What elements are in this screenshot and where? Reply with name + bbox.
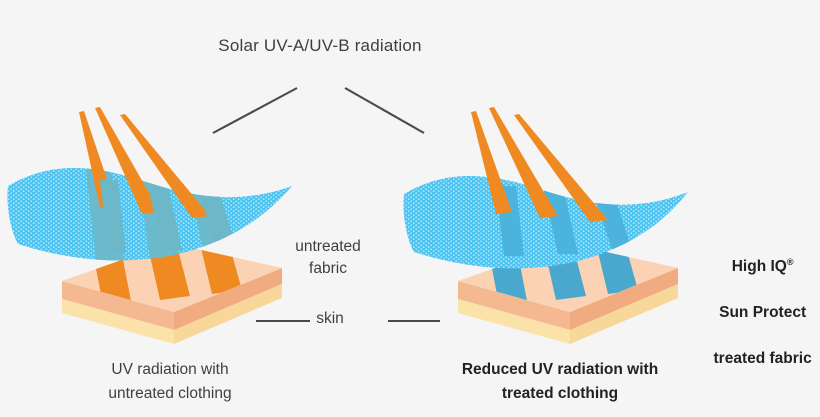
label-skin: skin <box>316 310 344 327</box>
figure-title: Solar UV-A/UV-B radiation <box>218 36 422 55</box>
brand-name: High IQ <box>731 258 787 276</box>
panel-untreated <box>7 107 293 344</box>
title-leader-lines <box>212 87 425 134</box>
label-treated-fabric: High IQ® Sun Protect treated fabric <box>690 228 818 393</box>
ray-segments-left <box>100 176 236 252</box>
fabric-treated <box>403 176 688 269</box>
leader-line-left-icon <box>212 87 298 134</box>
product-name: Sun Protect <box>719 304 807 322</box>
uv-rays-left <box>79 107 210 218</box>
leader-line-right-icon <box>344 87 425 134</box>
panel-treated <box>403 107 688 344</box>
uv-rays-right <box>471 107 608 222</box>
treated-fabric-text: treated fabric <box>713 350 812 368</box>
registered-mark-icon: ® <box>786 257 794 267</box>
ray-fabric-overlap-right <box>496 182 632 256</box>
